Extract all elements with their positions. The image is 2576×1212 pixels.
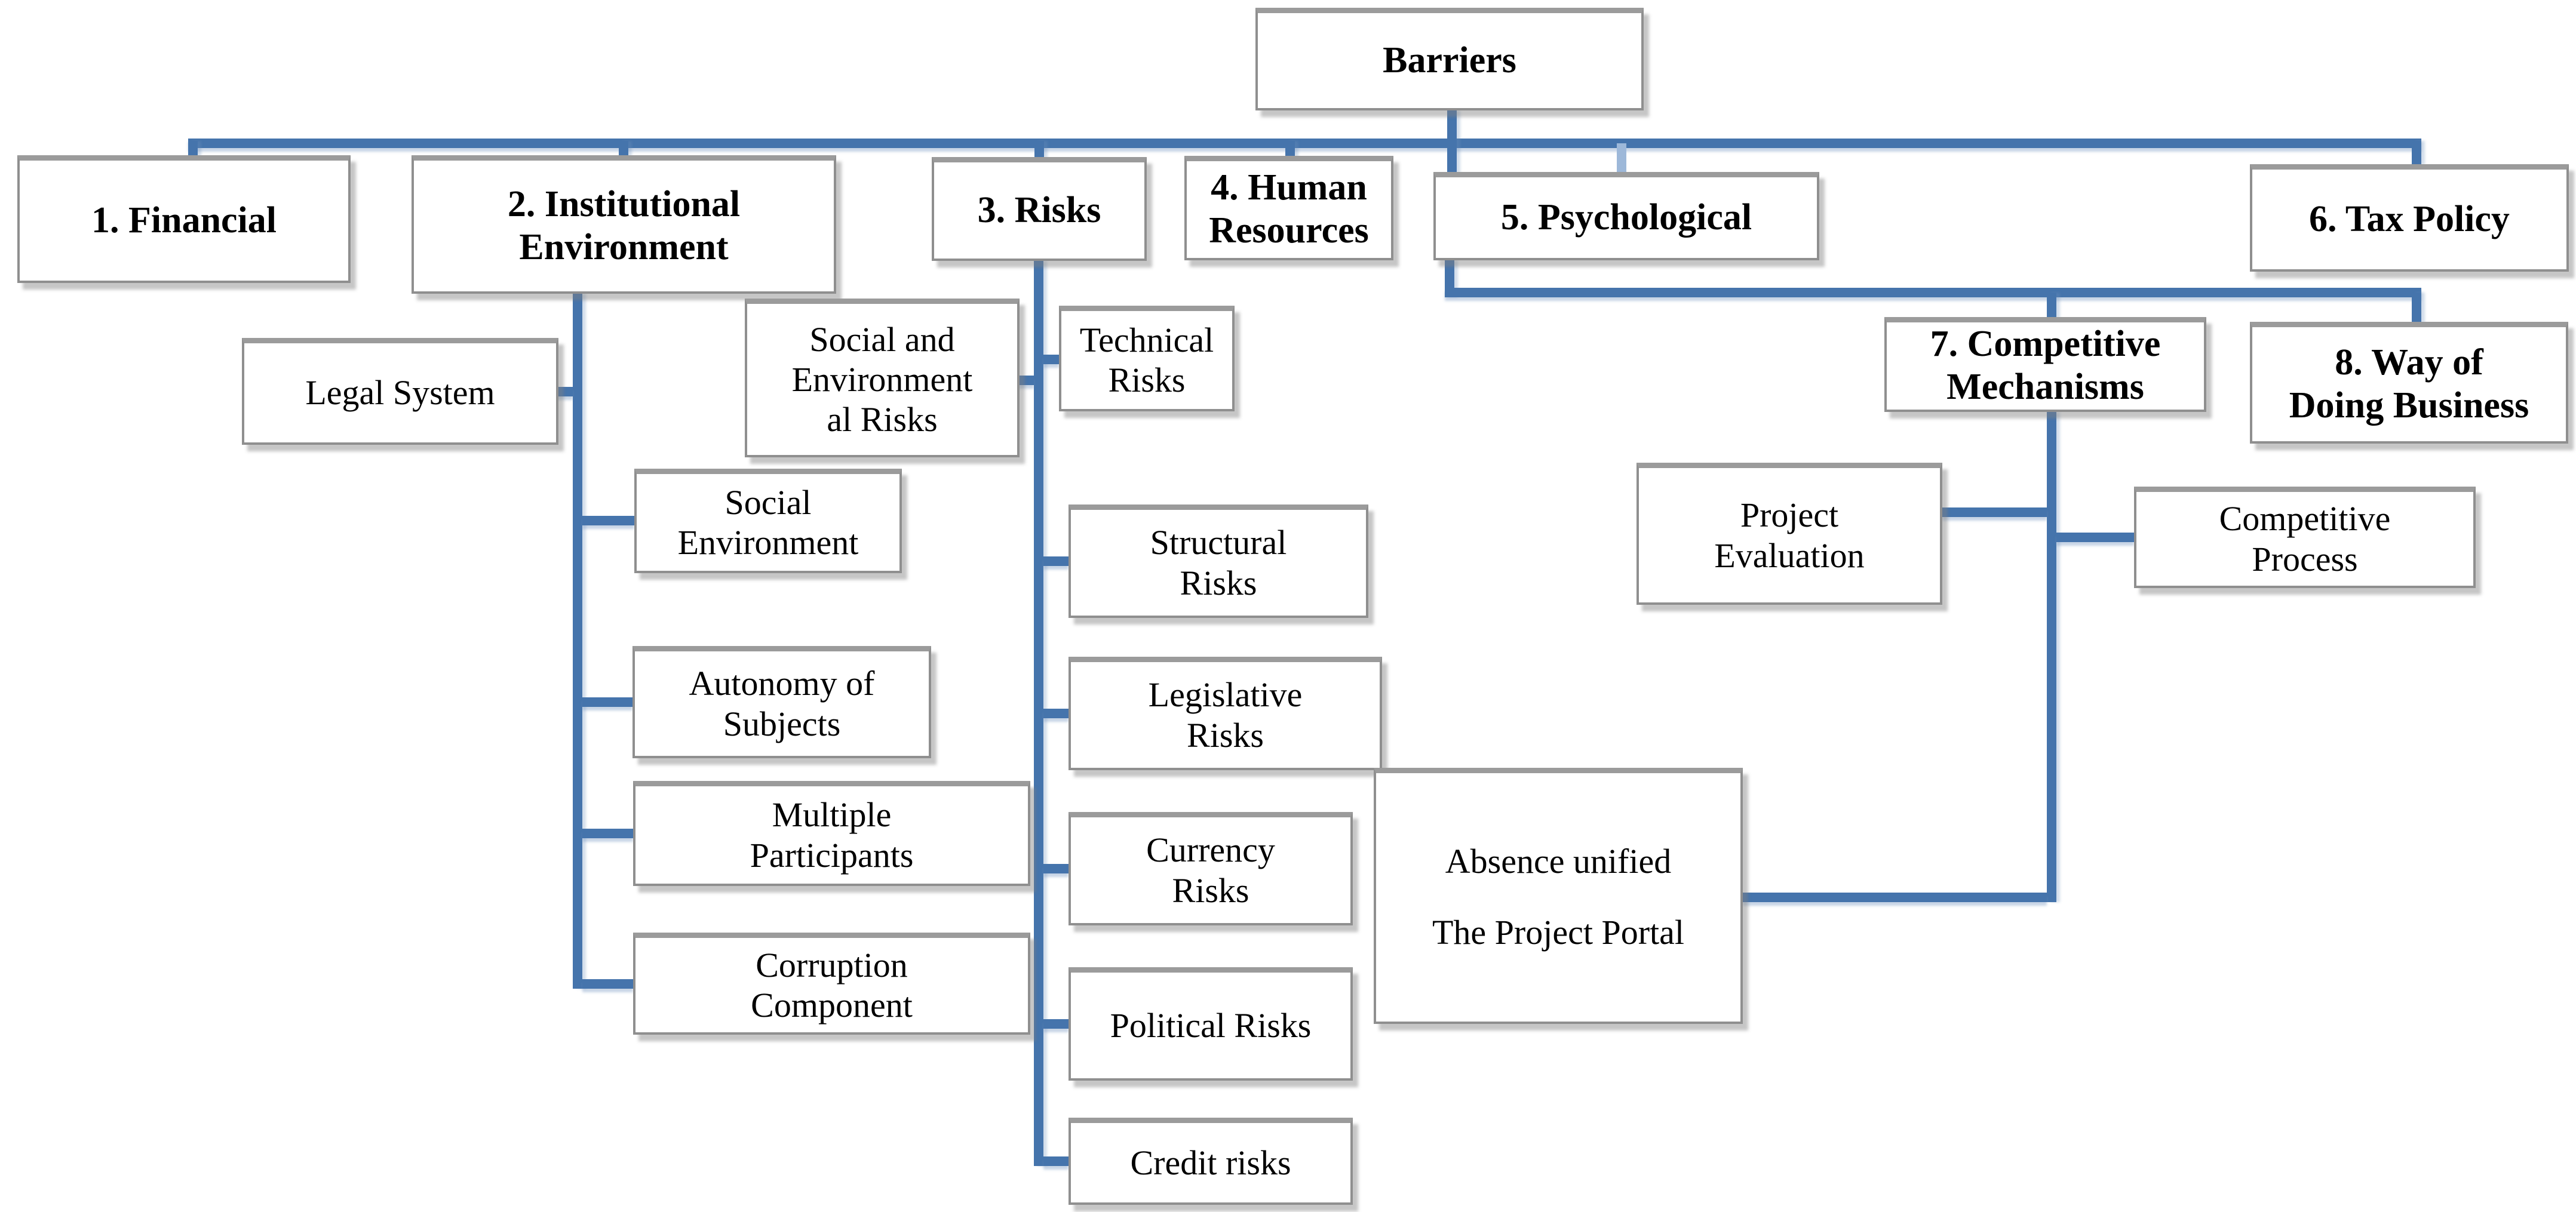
node-barriers: Barriers	[1255, 8, 1644, 110]
node-technical: Technical Risks	[1059, 306, 1235, 411]
node-psychological: 5. Psychological	[1433, 172, 1819, 260]
connector-nub-technical	[1043, 355, 1059, 364]
node-way: 8. Way of Doing Business	[2250, 322, 2568, 444]
node-human: 4. Human Resources	[1184, 156, 1393, 260]
connector-nub-structural	[1043, 556, 1069, 566]
connector-stub-tax	[2412, 141, 2421, 165]
connector-stub-competitive	[2047, 293, 2056, 318]
connector-risks-column	[1034, 261, 1043, 1166]
connector-nub-legal	[556, 387, 573, 396]
node-financial: 1. Financial	[17, 155, 351, 283]
connector-nub-legislative	[1043, 709, 1069, 718]
node-multiple: Multiple Participants	[633, 781, 1030, 886]
connector-institutional-column	[573, 294, 582, 989]
connector-level2-line	[1445, 288, 2421, 297]
node-autonomy: Autonomy of Subjects	[633, 646, 931, 758]
connector-nub-absence	[1743, 893, 2047, 902]
connector-barriers-to-line	[1447, 110, 1457, 173]
node-project-eval: Project Evaluation	[1637, 463, 1942, 605]
node-legislative: Legislative Risks	[1069, 657, 1382, 770]
connector-nub-corruption	[582, 979, 633, 989]
connector-stub-way	[2412, 293, 2421, 323]
connector-nub-competitive-process	[2056, 533, 2134, 542]
connector-nub-social-env	[582, 516, 634, 525]
node-currency: Currency Risks	[1069, 812, 1353, 925]
node-social-env: Social Environment	[634, 469, 902, 573]
node-absence: Absence unified The Project Portal	[1374, 768, 1743, 1024]
connector-stub-institutional	[619, 141, 628, 156]
node-risks: 3. Risks	[932, 157, 1147, 261]
node-credit: Credit risks	[1069, 1118, 1353, 1205]
connector-nub-political	[1043, 1019, 1069, 1029]
connector-stub-risks	[1034, 141, 1044, 158]
node-political: Political Risks	[1069, 967, 1353, 1081]
node-legal: Legal System	[242, 338, 558, 445]
connector-nub-multiple	[582, 829, 633, 838]
node-tax: 6. Tax Policy	[2250, 164, 2569, 272]
connector-stub-human	[1285, 141, 1295, 157]
node-corruption: Corruption Component	[633, 933, 1030, 1035]
node-soc-env-risks: Social and Environment al Risks	[745, 299, 1020, 457]
node-competitive-process: Competitive Process	[2134, 487, 2476, 588]
connector-nub-credit	[1043, 1156, 1069, 1166]
connector-nub-currency	[1043, 864, 1069, 873]
connector-nub-autonomy	[582, 697, 633, 707]
connector-stub-financial	[188, 141, 198, 156]
connector-level1-line	[188, 139, 2421, 148]
connector-stub-psychological	[1617, 143, 1626, 173]
connector-nub-project-eval	[1942, 507, 2047, 517]
connector-nub-soc-env-risks	[1017, 376, 1034, 385]
node-institutional: 2. Institutional Environment	[412, 155, 836, 294]
node-structural: Structural Risks	[1069, 505, 1368, 618]
node-competitive: 7. Competitive Mechanisms	[1884, 317, 2206, 412]
connector-competitive-column	[2047, 412, 2056, 902]
